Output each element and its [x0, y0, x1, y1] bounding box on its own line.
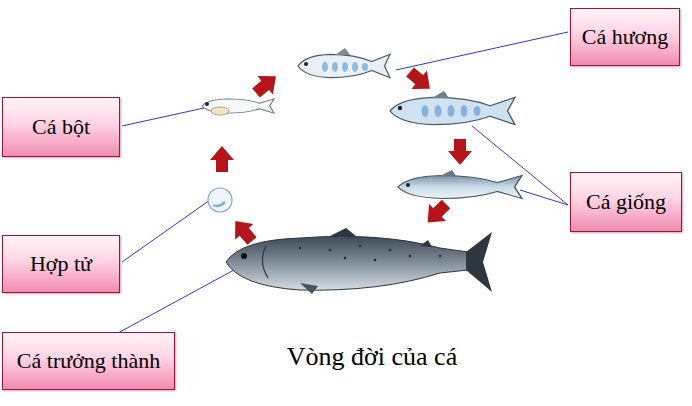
pelvic-fin	[300, 283, 318, 294]
diagram-caption: Vòng đời của cá	[287, 342, 457, 372]
spot	[299, 247, 301, 249]
cycle-arrow	[210, 146, 234, 172]
leader-line	[122, 200, 210, 262]
stage-label-box: Cá bột	[2, 97, 120, 157]
parr-mark	[435, 105, 442, 117]
cycle-arrow	[402, 63, 437, 98]
spot	[329, 249, 331, 251]
cycle-arrows	[210, 63, 472, 249]
stage-label: Cá trưởng thành	[17, 348, 160, 373]
leader-line	[122, 108, 204, 126]
juvenile-fish	[390, 97, 515, 124]
gill-cover	[262, 246, 268, 278]
spot	[359, 245, 361, 247]
parr-mark	[461, 105, 468, 117]
zygote-egg	[208, 188, 232, 212]
parr-mark	[342, 62, 348, 72]
dorsal-fin	[330, 228, 356, 236]
stage-label: Cá giống	[586, 189, 666, 214]
egg-shell	[208, 188, 232, 212]
spot	[344, 257, 346, 259]
spot	[439, 255, 441, 257]
adipose-fin	[420, 240, 432, 247]
fingerling-fish	[298, 54, 390, 77]
parr-mark	[422, 105, 429, 117]
fish-eye	[241, 253, 247, 259]
adult-fish	[226, 228, 492, 294]
parr-mark	[322, 62, 328, 72]
cycle-arrow	[248, 67, 283, 102]
stage-label-box: Hợp tử	[2, 235, 120, 293]
fish-body	[226, 236, 468, 290]
fish-eye	[398, 106, 402, 110]
parr-mark	[362, 63, 368, 71]
fish-eye	[304, 62, 308, 66]
parr-mark	[474, 106, 481, 116]
stage-label-box: Cá hương	[570, 8, 680, 66]
tail-fin	[466, 232, 492, 292]
spot	[389, 249, 391, 251]
dorsal-fin	[335, 48, 350, 55]
embryo	[213, 202, 225, 206]
stage-label: Cá bột	[32, 114, 90, 139]
dorsal-fin	[440, 170, 456, 176]
parr-mark	[352, 62, 358, 72]
parr-marks	[322, 62, 368, 72]
leader-line	[396, 32, 568, 70]
parr-mark	[448, 105, 455, 117]
stage-label: Hợp tử	[30, 251, 92, 276]
fish-eye	[406, 183, 410, 187]
leader-line	[520, 190, 568, 205]
stage-label-box: Cá trưởng thành	[2, 332, 175, 390]
parr-mark	[332, 62, 338, 72]
spot	[409, 255, 411, 257]
yolk-sac	[211, 107, 229, 115]
fish-eye	[205, 102, 209, 106]
cycle-arrow	[226, 213, 261, 248]
fish-body	[390, 97, 515, 124]
smolt-fish	[398, 176, 522, 199]
stage-label: Cá hương	[582, 24, 669, 49]
leader-lines	[118, 32, 568, 333]
dorsal-fin	[432, 91, 449, 98]
fish-body	[298, 54, 390, 77]
spots	[299, 245, 441, 261]
parr-marks	[422, 105, 481, 117]
cycle-arrow	[448, 139, 472, 165]
spot	[374, 259, 376, 261]
fish-body	[398, 176, 522, 199]
cycle-arrow	[419, 196, 454, 231]
stage-label-box: Cá giống	[570, 172, 682, 232]
